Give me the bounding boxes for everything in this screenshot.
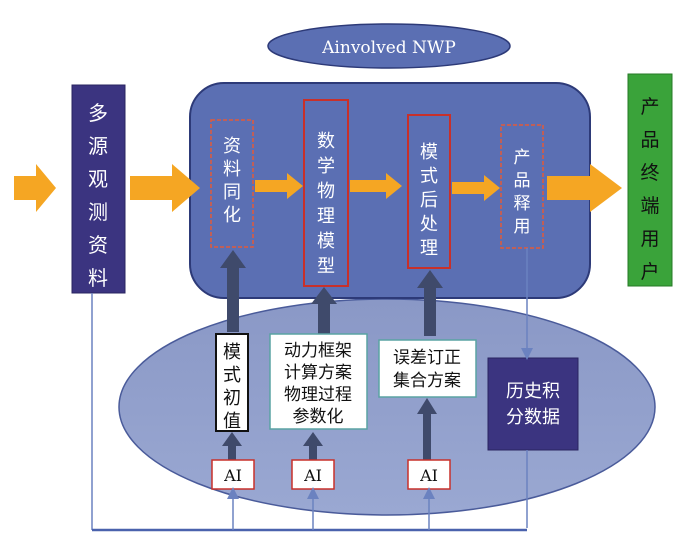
stage-product-application [500, 124, 544, 249]
title-text: Ainvolved NWP [321, 38, 456, 58]
arrow-into-input [14, 164, 56, 212]
ai-badge-2-label: AI [303, 466, 322, 485]
stage-post-processing [407, 114, 451, 269]
stage-label-4: 产品释用 [514, 148, 531, 237]
title-ellipse [267, 23, 511, 69]
ai-badge-1 [211, 459, 255, 490]
stage-label-1: 资料同化 [223, 136, 241, 226]
ai-input-error-ensemble [378, 339, 477, 398]
input-label: 多源观测资料 [88, 101, 108, 290]
arrow-up-to-stage3 [417, 270, 443, 336]
stage-math-physics-model [303, 99, 349, 287]
ai-input-2-line3: 物理过程 [284, 385, 352, 405]
ai-input-2-line4: 参数化 [293, 407, 344, 427]
arrow-up-to-stage1 [220, 250, 246, 332]
ai-input-label-1: 模式初值 [223, 342, 241, 432]
ai-input-2-line2: 计算方案 [284, 363, 352, 383]
stage-label-2: 数学物理模型 [317, 131, 335, 277]
input-box [71, 84, 126, 294]
ai-badge-1-label: AI [223, 466, 242, 485]
ai-input-3-line2: 集合方案 [393, 371, 461, 391]
stage-label-3: 模式后处理 [420, 142, 438, 259]
arrow-stage2-to-stage3 [350, 173, 402, 199]
arrow-ai2-up [303, 432, 323, 460]
ai-badge-3-label: AI [419, 466, 438, 485]
stage-data-assimilation [210, 119, 254, 248]
history-line1: 历史积 [506, 381, 560, 402]
ai-input-2-line1: 动力框架 [284, 341, 352, 361]
arrow-stage3-to-stage4 [452, 175, 500, 201]
arrow-ai1-up [222, 432, 242, 460]
ai-input-initial-values [215, 333, 249, 432]
arrow-ai3-up [417, 398, 437, 460]
ai-input-3-line1: 误差订正 [393, 348, 461, 368]
output-label: 产品终端用户 [640, 96, 659, 283]
arrow-stage4-to-output [547, 164, 622, 212]
ai-input-dynamics-physics [269, 333, 368, 430]
arrow-up-to-stage2 [311, 287, 337, 334]
output-box [627, 73, 673, 287]
history-data-box [487, 357, 579, 451]
arrow-stage1-to-stage2 [255, 173, 303, 199]
history-line2: 分数据 [506, 407, 560, 428]
arrow-input-to-stage1 [130, 164, 200, 212]
ai-badge-3 [407, 459, 451, 490]
ai-badge-2 [291, 459, 335, 490]
